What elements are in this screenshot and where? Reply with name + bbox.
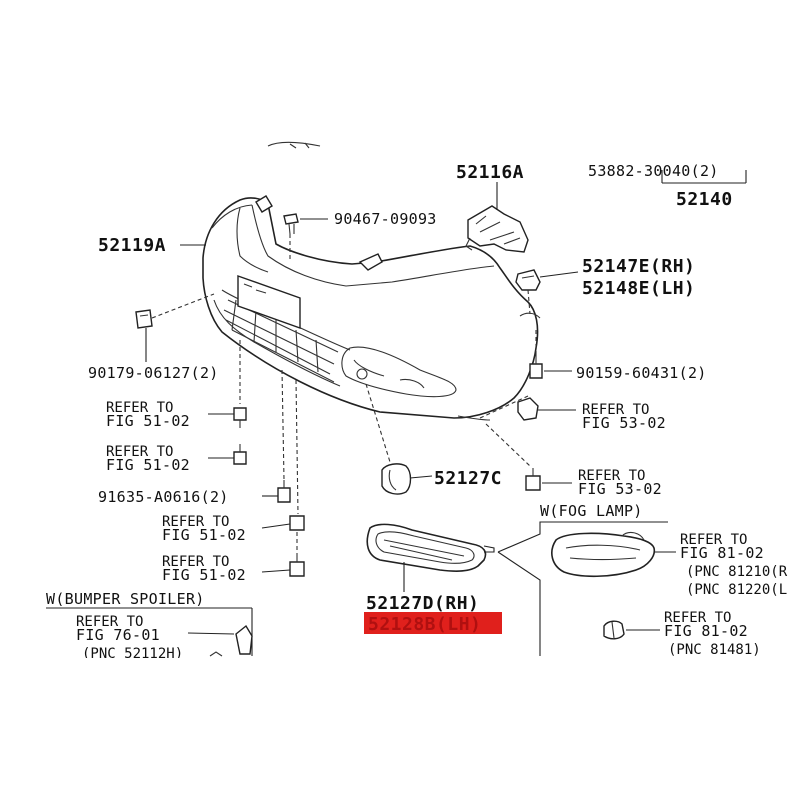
screw-right-lower[interactable] [525, 468, 541, 491]
label-refer-5a: REFER TO [162, 514, 229, 530]
label-90467-09093: 90467-09093 [334, 210, 437, 228]
label-52127d-rh: 52127D(RH) [366, 593, 479, 614]
bumper-spoiler-part[interactable] [209, 624, 253, 657]
label-refer-4b: FIG 53-02 [578, 480, 662, 498]
label-91635-a0616: 91635-A0616(2) [98, 488, 229, 506]
label-refer-9b: FIG 81-02 [664, 622, 748, 640]
label-refer-7b: FIG 81-02 [680, 544, 764, 562]
clipped-fragment-top [267, 141, 321, 149]
label-refer-7a: REFER TO [680, 532, 747, 548]
label-pnc-81220: (PNC 81220(L [686, 582, 787, 598]
retainer-52147e-52148e[interactable] [515, 269, 541, 291]
label-bumper-spoiler: W(BUMPER SPOILER) [46, 590, 205, 608]
label-52148e-lh: 52148E(LH) [582, 278, 695, 299]
bottom-blank [0, 658, 800, 800]
screw-left-3[interactable] [289, 515, 305, 531]
label-52140: 52140 [676, 189, 733, 210]
label-refer-1a: REFER TO [106, 400, 173, 416]
label-refer-2a: REFER TO [106, 444, 173, 460]
label-90159-60431: 90159-60431(2) [576, 364, 707, 382]
screw-left-4[interactable] [289, 554, 305, 577]
fog-lamp-callout [497, 521, 668, 656]
label-refer-8a: REFER TO [76, 614, 143, 630]
label-53882-30040: 53882-30040(2) [588, 162, 719, 180]
screw-91635-a0616[interactable] [277, 480, 291, 503]
label-52116a: 52116A [456, 162, 524, 183]
label-pnc-81210: (PNC 81210(R [686, 564, 788, 580]
label-52147e-rh: 52147E(RH) [582, 256, 695, 277]
label-90179-06127: 90179-06127(2) [88, 364, 219, 382]
screw-left-1[interactable] [233, 407, 247, 428]
screw-left-2[interactable] [233, 444, 247, 465]
label-refer-9a: REFER TO [664, 610, 731, 626]
label-refer-3b: FIG 53-02 [582, 414, 666, 432]
label-52128b-lh: 52128B(LH) [368, 614, 481, 635]
label-refer-5b: FIG 51-02 [162, 526, 246, 544]
label-pnc-81481: (PNC 81481) [668, 642, 761, 658]
label-refer-8b: FIG 76-01 [76, 626, 160, 644]
clip-right-upper[interactable] [517, 397, 539, 421]
label-refer-3a: REFER TO [582, 402, 649, 418]
label-refer-6a: REFER TO [162, 554, 229, 570]
fog-lamp-unit[interactable] [551, 531, 656, 578]
nut-90179-06127[interactable] [135, 309, 153, 329]
label-group: 52116A 53882-30040(2) 52140 52119A 90467… [46, 162, 788, 662]
fog-lamp-bezel-52127d[interactable] [366, 523, 487, 572]
label-refer-2b: FIG 51-02 [106, 456, 190, 474]
clip-90467-09093[interactable] [283, 213, 299, 235]
highlight-box [364, 612, 502, 634]
fog-lamp-bulb[interactable] [603, 620, 625, 640]
label-refer-6b: FIG 51-02 [162, 566, 246, 584]
screw-90159-60431[interactable] [529, 354, 543, 379]
bracket-52116a[interactable] [465, 205, 529, 253]
label-52119a: 52119A [98, 235, 166, 256]
label-52127c: 52127C [434, 468, 502, 489]
label-refer-4a: REFER TO [578, 468, 645, 484]
label-refer-1b: FIG 51-02 [106, 412, 190, 430]
label-fog-lamp: W(FOG LAMP) [540, 502, 643, 520]
cover-52127c[interactable] [381, 463, 412, 495]
bumper-cover-52119a[interactable] [202, 195, 541, 421]
